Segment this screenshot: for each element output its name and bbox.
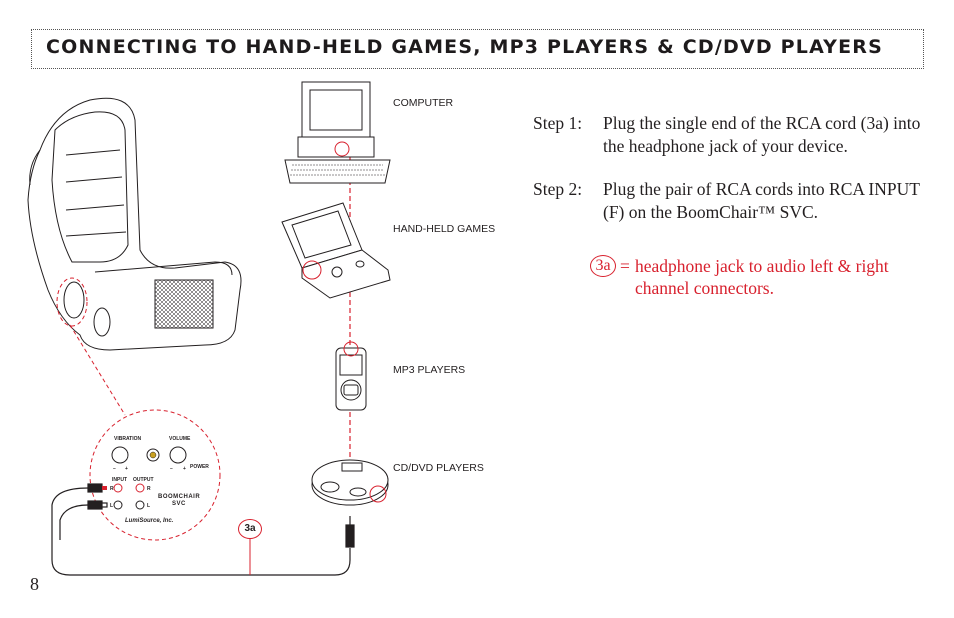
page-number: 8 [30, 574, 39, 594]
boomchair-illustration [27, 97, 242, 351]
legend-text: headphone jack to audio left & right cha… [635, 256, 889, 298]
leader-line [69, 324, 126, 416]
input-r: R [110, 486, 114, 492]
step-text: Plug the single end of the RCA cord (3a)… [603, 113, 921, 156]
handheld-illustration [281, 202, 391, 299]
legend-equals: = [620, 256, 630, 276]
output-r: R [147, 486, 151, 492]
input-l: L [110, 503, 113, 509]
output-label: OUTPUT [133, 477, 154, 483]
control-panel: VIBRATION VOLUME INPUT OUTPUT POWER − + … [89, 409, 221, 541]
mp3-illustration [335, 341, 367, 411]
input-label: INPUT [112, 477, 127, 483]
volume-plus: + [183, 466, 186, 472]
volume-minus: − [170, 466, 173, 472]
power-label: POWER [190, 464, 209, 470]
handheld-label: HAND-HELD GAMES [393, 223, 496, 235]
brand-name: LumiSource, Inc. [125, 518, 174, 524]
step-number: Step 2: [533, 179, 583, 199]
cddvd-label: CD/DVD PLAYERS [393, 462, 484, 474]
chair-jack-highlight [56, 277, 88, 327]
step-number: Step 1: [533, 113, 583, 133]
boomchair-logo: BOOMCHAIR [158, 494, 200, 500]
vibration-label: VIBRATION [114, 436, 142, 442]
mp3-label: MP3 PLAYERS [393, 364, 466, 376]
cd-player-illustration [311, 459, 389, 506]
computer-label: COMPUTER [393, 97, 454, 109]
svc-logo: SVC [172, 501, 186, 507]
section-title: CONNECTING TO HAND-HELD GAMES, MP3 PLAYE… [46, 36, 884, 58]
callout-badge-3a: 3a [238, 519, 262, 539]
rca-cable [51, 483, 355, 576]
legend-badge: 3a [590, 255, 616, 277]
step-text: Plug the pair of RCA cords into RCA INPU… [603, 179, 920, 222]
output-l: L [147, 503, 150, 509]
vibration-plus: + [125, 466, 128, 472]
vibration-minus: − [113, 466, 116, 472]
volume-label: VOLUME [169, 436, 191, 442]
computer-illustration [284, 81, 391, 184]
section-header: CONNECTING TO HAND-HELD GAMES, MP3 PLAYE… [31, 29, 924, 69]
